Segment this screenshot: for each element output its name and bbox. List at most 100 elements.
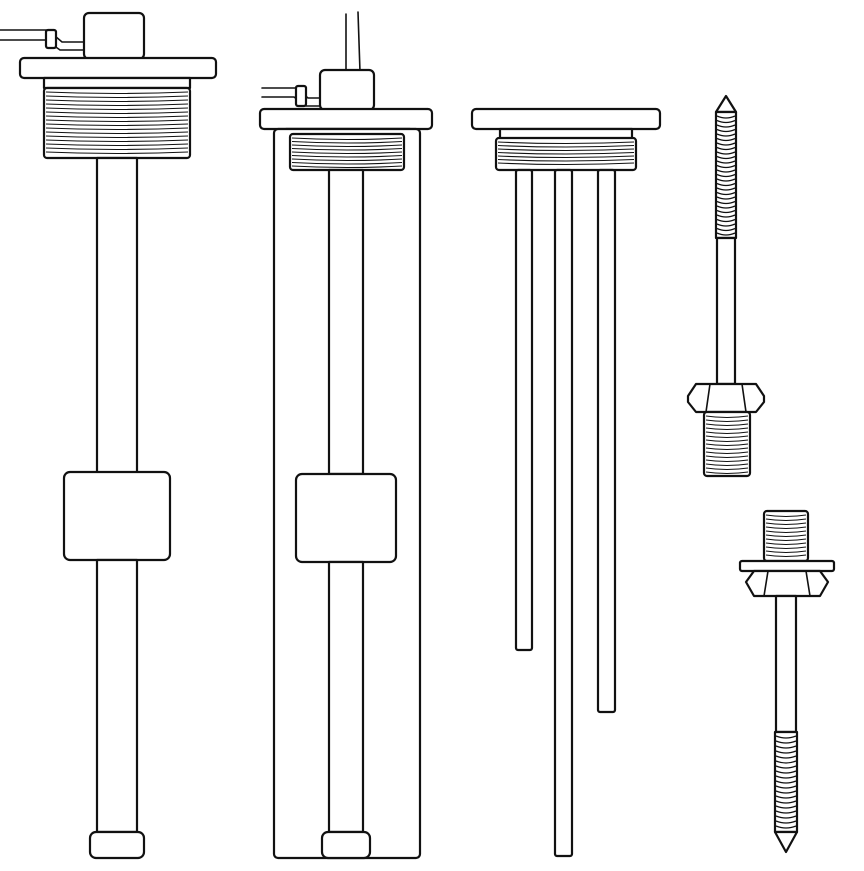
connector-housing (82, 11, 146, 61)
mounting-flange (18, 56, 218, 80)
thread-line (705, 423, 749, 427)
thread-line (775, 805, 797, 809)
stop-collar (320, 830, 372, 860)
thread-line (497, 151, 635, 155)
thread-line (45, 143, 189, 147)
stop-collar (88, 830, 146, 860)
thread-line (716, 232, 736, 236)
thread-line (716, 169, 736, 173)
thread-line (45, 119, 189, 123)
thread-line (775, 770, 797, 774)
thread-line (775, 745, 797, 749)
guarded-float-sensor-icon (258, 11, 434, 860)
thread-line (291, 161, 403, 165)
flange-washer (738, 559, 836, 573)
connector-housing (318, 68, 376, 112)
thread-line (497, 148, 635, 152)
thread-line (291, 137, 403, 141)
thread-line (765, 542, 807, 546)
thread-line (291, 158, 403, 162)
thread-line (716, 115, 736, 119)
thread-line (716, 164, 736, 169)
thread-line (45, 131, 189, 135)
probe-rod-long (553, 168, 574, 858)
thread-line (775, 820, 797, 824)
hex-nut (686, 382, 766, 414)
thread-line (45, 115, 189, 119)
thread-line (716, 155, 736, 160)
machine-thread-section (702, 410, 752, 478)
thread-line (291, 140, 403, 144)
thread-line (45, 91, 189, 95)
thread-line (716, 151, 736, 155)
thread-line (497, 158, 635, 162)
hex-nut (744, 569, 830, 598)
thread-line (716, 187, 736, 191)
thread-line (716, 146, 736, 151)
thread-line (716, 182, 736, 187)
thread-line (765, 530, 807, 534)
multi-rod-probe-icon (470, 107, 662, 858)
thread-line (45, 147, 189, 151)
thread-line (775, 775, 797, 779)
thread-line (45, 127, 189, 131)
probe-rod-short (514, 168, 534, 652)
thread-line (291, 165, 403, 169)
float-element (62, 470, 172, 562)
thread-line (765, 518, 807, 522)
thread-line (775, 790, 797, 794)
float-level-sensor-icon (0, 11, 218, 860)
thread-line (716, 205, 736, 209)
thread-line (705, 439, 749, 443)
thread-line (291, 154, 403, 158)
plain-shank (774, 594, 798, 734)
thread-line (765, 554, 807, 558)
thread-line (775, 825, 797, 829)
thread-line (775, 760, 797, 764)
thread-line (716, 223, 736, 227)
thread-line (45, 123, 189, 127)
thread-line (497, 162, 635, 166)
thread-line (716, 200, 736, 205)
thread-lines (45, 91, 189, 155)
thread-line (775, 810, 797, 814)
thread-line (705, 431, 749, 435)
thread-line (765, 514, 807, 518)
thread-line (775, 735, 797, 739)
thread-line (716, 124, 736, 128)
thread-line (775, 815, 797, 819)
thread-line (705, 451, 749, 455)
thread-line (716, 178, 736, 182)
thread-line (705, 455, 749, 459)
sensor-stem (327, 168, 365, 476)
thread-line (291, 147, 403, 151)
thread-line (775, 800, 797, 804)
thread-line (765, 522, 807, 526)
thread-line (705, 435, 749, 439)
thread-line (716, 191, 736, 196)
thread-line (775, 740, 797, 744)
thread-line (716, 128, 736, 133)
thread-line (45, 95, 189, 99)
thread-line (716, 142, 736, 146)
thread-line (716, 214, 736, 218)
thread-line (45, 139, 189, 143)
thread-line (45, 103, 189, 107)
thread-line (705, 419, 749, 423)
thread-line (705, 471, 749, 475)
mounting-flange (258, 107, 434, 131)
thread-line (775, 795, 797, 799)
thread-line (765, 538, 807, 542)
sensor-stem-lower (95, 558, 139, 834)
threaded-neck (42, 86, 192, 160)
sensor-stem (95, 156, 139, 476)
thread-line (705, 459, 749, 463)
thread-line (775, 780, 797, 784)
thread-line (716, 209, 736, 214)
thread-line (45, 111, 189, 115)
thread-line (716, 137, 736, 142)
plain-shank (715, 236, 737, 386)
thread-line (497, 144, 635, 148)
float-element (294, 472, 398, 564)
